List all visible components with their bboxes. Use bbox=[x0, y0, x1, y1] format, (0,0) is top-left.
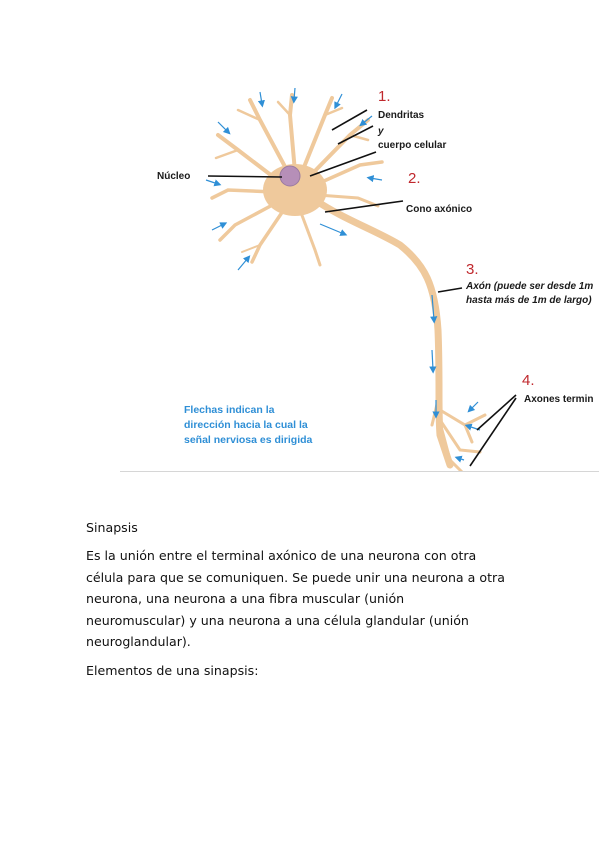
pointer-lines bbox=[207, 109, 517, 467]
nucleus bbox=[279, 165, 301, 187]
axon bbox=[311, 196, 454, 469]
note-line: señal nerviosa es dirigida bbox=[184, 434, 313, 446]
note-line: dirección hacia la cual la bbox=[184, 419, 308, 431]
arrows-note: Flechas indican la dirección hacia la cu… bbox=[184, 403, 312, 448]
section-title: Sinapsis bbox=[86, 520, 138, 535]
elements-heading: Elementos de una sinapsis: bbox=[86, 663, 259, 678]
neuron-figure: Núcleo 1. Dendritas y cuerpo celular 2. … bbox=[120, 80, 599, 472]
label-axon-line2: hasta más de 1m de largo) bbox=[466, 295, 592, 306]
label-nucleo: Núcleo bbox=[157, 171, 191, 182]
label-axones-terminales: Axones termin bbox=[524, 394, 594, 405]
label-y: y bbox=[378, 126, 384, 137]
label-cono-axonico: Cono axónico bbox=[406, 204, 473, 215]
label-cuerpo-celular: cuerpo celular bbox=[378, 140, 447, 151]
figure-divider bbox=[120, 471, 599, 472]
label-dendritas: Dendritas bbox=[378, 110, 425, 121]
label-axon-line1: Axón (puede ser desde 1m bbox=[466, 281, 594, 292]
number-4: 4. bbox=[522, 372, 535, 389]
dendrites bbox=[210, 93, 384, 267]
body-paragraph: Es la unión entre el terminal axónico de… bbox=[86, 548, 505, 649]
direction-arrows bbox=[205, 87, 481, 463]
number-2: 2. bbox=[408, 170, 421, 187]
number-3: 3. bbox=[466, 261, 479, 278]
number-1: 1. bbox=[378, 88, 391, 105]
neuron-diagram bbox=[205, 87, 517, 472]
note-line: Flechas indican la bbox=[184, 404, 275, 416]
